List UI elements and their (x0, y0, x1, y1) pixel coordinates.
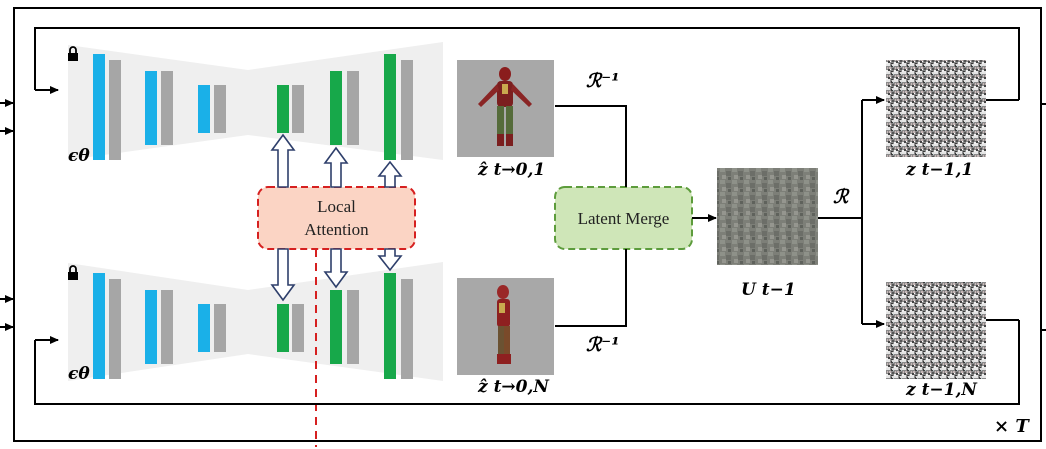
unet-bottom-dec-gray-2 (347, 290, 359, 364)
u-label: U t−1 (741, 280, 796, 300)
unet-bottom-dec-gray-3 (401, 279, 413, 379)
local-attention-label: Local Attention (304, 197, 369, 239)
unet-bottom-dec-bar-3 (384, 273, 396, 379)
r-inverse-top: ℛ⁻¹ (586, 70, 620, 92)
lock-icon (68, 46, 78, 61)
image-z-1 (886, 60, 986, 157)
z-n-label: z t−1,N (906, 380, 977, 400)
unet-top-dec-bar-2 (330, 71, 342, 145)
unet-top-enc-bar-2 (145, 71, 157, 145)
r-inverse-bottom: ℛ⁻¹ (586, 334, 620, 356)
eps-label-top: ϵθ (68, 146, 90, 166)
unet-top-enc-gray-1 (109, 60, 121, 160)
zhat-n-label: ẑ t→0,N (478, 377, 549, 397)
unet-top-enc-gray-3 (214, 85, 226, 133)
attention-arrows (270, 133, 403, 302)
unet-bottom-enc-gray-3 (214, 304, 226, 352)
image-zhat-n (457, 278, 554, 375)
unet-top-dec-bar-1 (277, 85, 289, 133)
unet-top-dec-gray-1 (292, 85, 304, 133)
unet-bottom-enc-bar-1 (93, 273, 105, 379)
zhat-1-label: ẑ t→0,1 (478, 160, 546, 180)
unet-top-dec-bar-3 (384, 54, 396, 160)
unet-top-dec-gray-2 (347, 71, 359, 145)
unet-bottom-dec-bar-1 (277, 304, 289, 352)
unet-bottom-enc-bar-3 (198, 304, 210, 352)
eps-label-bottom: ϵθ (68, 364, 90, 384)
unet-top-enc-gray-2 (161, 71, 173, 145)
unet-bottom-dec-bar-2 (330, 290, 342, 364)
latent-merge-box (554, 186, 693, 250)
unet-bottom-enc-gray-1 (109, 279, 121, 379)
unet-top-enc-bar-3 (198, 85, 210, 133)
image-zhat-1 (457, 60, 554, 157)
unet-top-enc-bar-1 (93, 54, 105, 160)
unet-bottom-enc-bar-2 (145, 290, 157, 364)
unet-bottom-dec-gray-1 (292, 304, 304, 352)
latent-merge-label: Latent Merge (577, 208, 670, 228)
z-1-label: z t−1,1 (906, 160, 974, 180)
unet-top-dec-gray-3 (401, 60, 413, 160)
image-z-n (886, 282, 986, 379)
r-label: ℛ (833, 186, 849, 208)
connections (0, 27, 1046, 405)
times-t-label: × T (994, 416, 1029, 437)
image-u (717, 168, 818, 265)
unet-bottom-enc-gray-2 (161, 290, 173, 364)
outer-frame (13, 7, 1042, 442)
lock-icon (68, 265, 78, 280)
